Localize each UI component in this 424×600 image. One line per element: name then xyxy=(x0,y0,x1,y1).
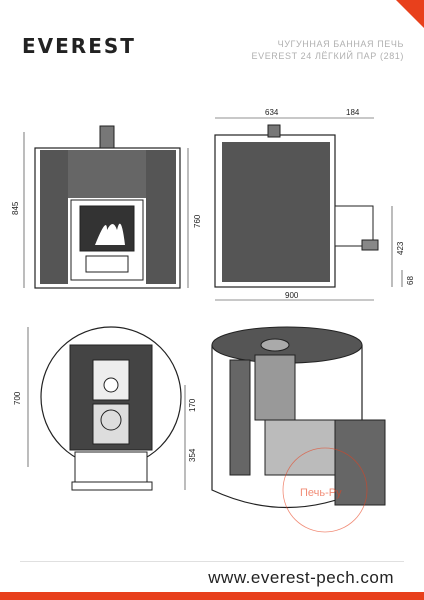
product-title: ЧУГУННАЯ БАННАЯ ПЕЧЬ EVEREST 24 ЛЁГКИЙ П… xyxy=(251,38,404,62)
footer-url[interactable]: www.everest-pech.com xyxy=(208,568,394,587)
side-view: 634 184 900 423 68 xyxy=(214,108,415,301)
corner-accent xyxy=(396,0,424,28)
dim-top-inner: 170 xyxy=(188,398,197,412)
dim-top-door: 354 xyxy=(188,448,197,462)
dim-front-body: 760 xyxy=(193,214,202,228)
footer-accent-bar xyxy=(0,592,424,600)
cutaway-view: Печь-Ру xyxy=(211,326,386,533)
dim-top-diameter: 700 xyxy=(13,391,22,405)
top-view: 700 170 354 xyxy=(13,326,197,491)
front-view: 845 760 xyxy=(11,125,202,289)
footer-divider xyxy=(20,561,404,562)
dim-side-low: 68 xyxy=(406,276,415,285)
brand-logo: EVEREST xyxy=(22,34,136,58)
logo-text: EVEREST xyxy=(22,34,136,58)
watermark-text: Печь-Ру xyxy=(300,487,342,499)
dim-side-tank: 184 xyxy=(346,108,360,117)
dim-side-pipe: 423 xyxy=(396,241,405,255)
dim-side-bottom: 900 xyxy=(285,291,299,300)
product-title-line1: ЧУГУННАЯ БАННАЯ ПЕЧЬ xyxy=(277,39,404,49)
dim-side-width: 634 xyxy=(265,108,279,117)
dim-front-height: 845 xyxy=(11,201,20,215)
product-title-line2: EVEREST 24 ЛЁГКИЙ ПАР (281) xyxy=(251,51,404,61)
